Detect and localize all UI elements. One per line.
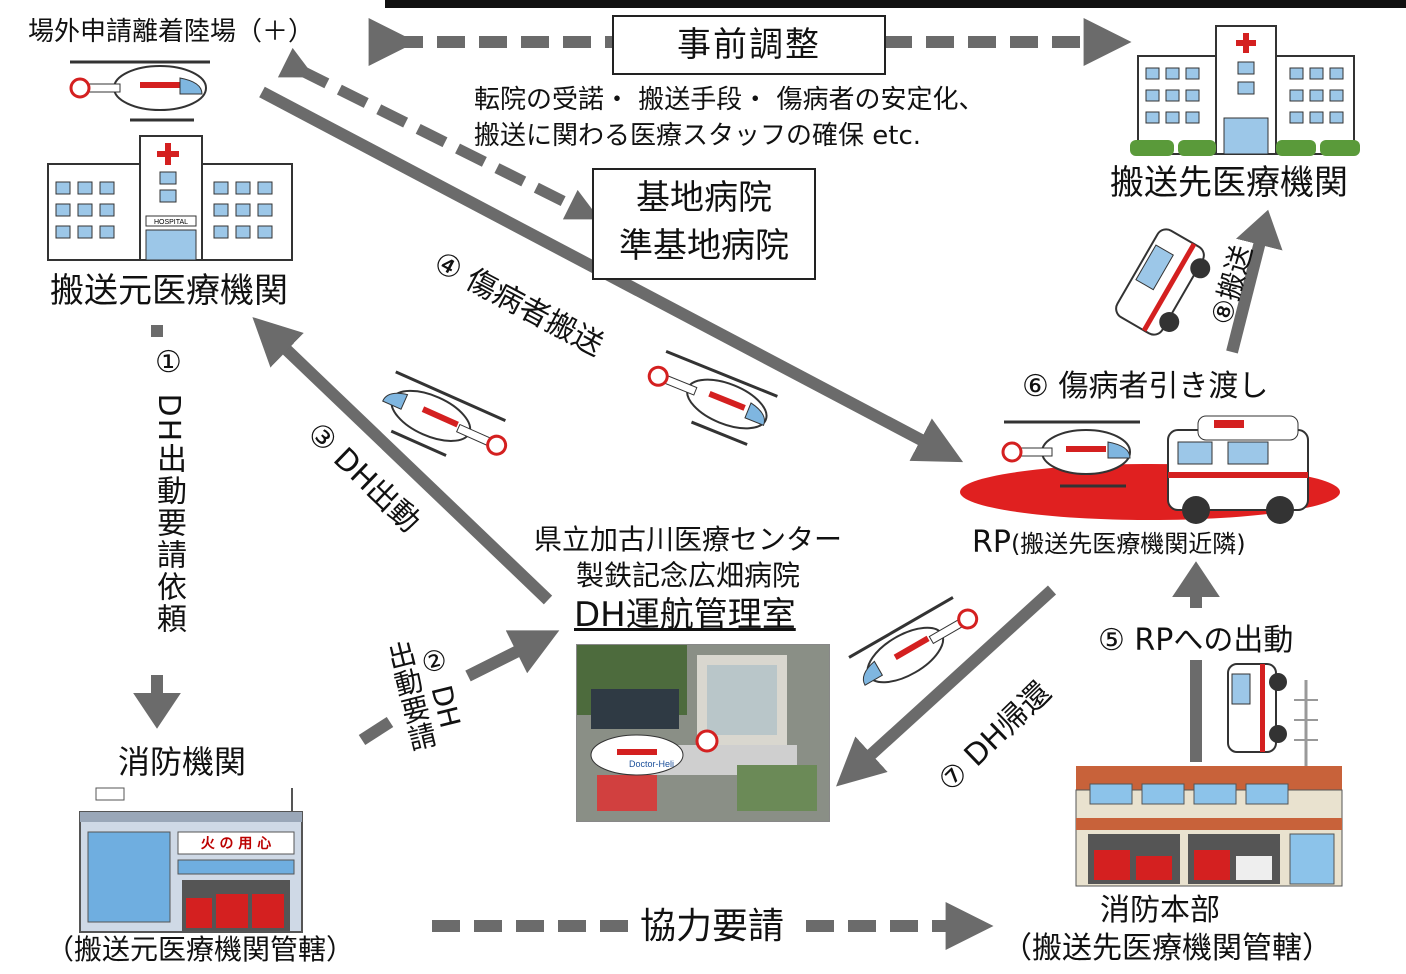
pre-coordination-box: 事前調整 bbox=[612, 15, 886, 75]
dh-center-line1: 県立加古川医療センター bbox=[534, 523, 843, 556]
top-border bbox=[385, 0, 1406, 8]
rp-code: RP bbox=[972, 525, 1011, 560]
step-1-label: ① DH出動要請依頼 bbox=[151, 345, 186, 636]
coordination-detail-line1: 転院の受諾・ 搬送手段・ 傷病者の安定化、 bbox=[474, 85, 985, 115]
step-5-label: ⑤ RPへの出動 bbox=[1098, 623, 1294, 658]
origin-hospital-label: 搬送元医療機関 bbox=[50, 271, 288, 311]
cooperation-request-label: 協力要請 bbox=[640, 906, 785, 947]
base-hospital-box: 基地病院 準基地病院 bbox=[592, 168, 816, 280]
fire-station-illustration bbox=[79, 787, 303, 933]
base-hospital-arrow bbox=[277, 47, 600, 220]
origin-hospital-illustration bbox=[47, 135, 293, 261]
fire-agency-label: 消防機関 bbox=[118, 743, 247, 781]
dh-center-line2: 製鉄記念広畑病院 bbox=[576, 559, 801, 592]
rp-landing-scene bbox=[960, 415, 1340, 524]
base-hospital-line2: 準基地病院 bbox=[619, 226, 789, 266]
dh-operations-room-label: DH運航管理室 bbox=[574, 595, 796, 635]
base-hospital-line1: 基地病院 bbox=[636, 178, 772, 218]
helicopter-icon bbox=[848, 596, 979, 686]
dh-center-aerial-photo: Doctor-Heli bbox=[576, 644, 830, 822]
arrow-step-7 bbox=[836, 585, 1057, 787]
rp-label: RP(搬送先医療機関近隣) bbox=[972, 525, 1246, 561]
fire-hq-illustration bbox=[1075, 680, 1343, 887]
arrow-step-2-tail bbox=[358, 716, 394, 746]
fire-hq-label: 消防本部 bbox=[1100, 893, 1220, 928]
arrow-step-2 bbox=[465, 630, 560, 682]
offsite-heliport-label: 場外申請離着陸場（＋） bbox=[28, 17, 315, 47]
coordination-detail-line2: 搬送に関わる医療スタッフの確保 etc. bbox=[474, 121, 922, 151]
hospital-sign-text: HOSPITAL bbox=[154, 219, 188, 226]
helicopter-icon bbox=[69, 60, 210, 122]
pre-coordination-title: 事前調整 bbox=[677, 25, 821, 65]
fire-hq-jurisdiction: （搬送先医療機関管轄） bbox=[1002, 931, 1332, 966]
fire-agency-jurisdiction: （搬送元医療機関管轄） bbox=[46, 933, 355, 966]
ambulance-icon bbox=[1115, 228, 1211, 336]
destination-hospital-illustration bbox=[1130, 25, 1360, 156]
helicopter-icon bbox=[382, 370, 508, 457]
arrow-step-8 bbox=[1226, 209, 1283, 354]
heli-marking-text: Doctor-Heli bbox=[629, 759, 674, 769]
fire-sign-text: 火 の 用 心 bbox=[201, 836, 272, 852]
rp-note: (搬送先医療機関近隣) bbox=[1010, 530, 1246, 558]
helicopter-icon bbox=[647, 350, 778, 446]
step-6-label: ⑥ 傷病者引き渡し bbox=[1022, 369, 1269, 404]
arrow-step-3 bbox=[252, 317, 553, 605]
ambulance-icon bbox=[1227, 663, 1287, 753]
destination-hospital-label: 搬送先医療機関 bbox=[1110, 163, 1348, 203]
